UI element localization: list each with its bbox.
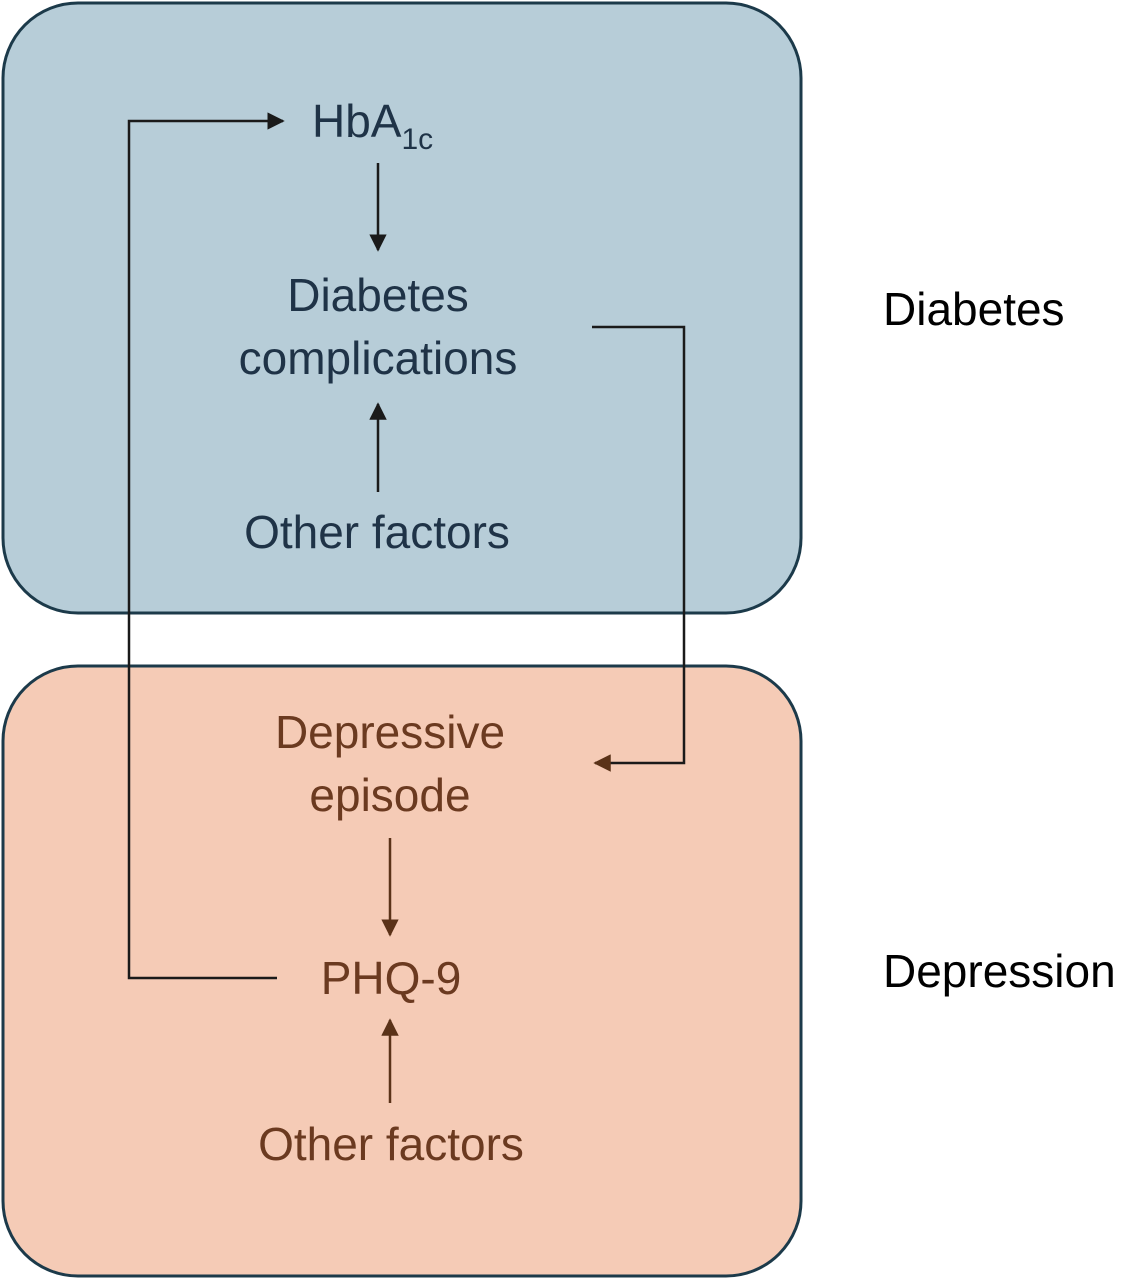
- hba1c-main: HbA: [312, 95, 402, 147]
- diabetes-box: [1, 1, 803, 615]
- diabetes-other-factors: Other factors: [244, 506, 510, 558]
- diabetes-label: Diabetes: [883, 283, 1065, 335]
- phq9-node: PHQ-9: [321, 952, 462, 1004]
- hba1c-node: HbA1c: [312, 95, 433, 156]
- hba1c-subscript: 1c: [401, 123, 433, 156]
- diabetes-complications-line1: Diabetes: [287, 269, 469, 321]
- depression-label: Depression: [883, 945, 1116, 997]
- depression-other-factors: Other factors: [258, 1118, 524, 1170]
- depression-box: [1, 664, 803, 1278]
- diabetes-complications-line2: complications: [239, 332, 518, 384]
- arrow-complications-to-episode: [592, 325, 686, 772]
- depressive-episode-line1: Depressive: [275, 706, 505, 758]
- depressive-episode-line2: episode: [309, 769, 470, 821]
- arrow-phq9-to-hba1c: [127, 112, 285, 980]
